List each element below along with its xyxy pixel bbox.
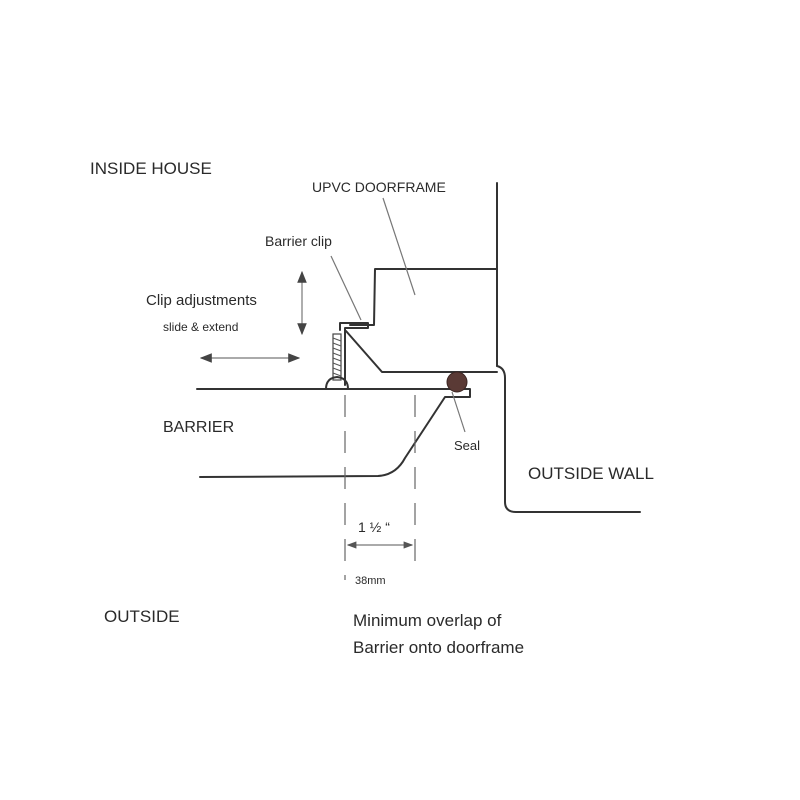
seal-leader-line — [451, 391, 466, 433]
barrier-clip — [339, 322, 369, 386]
seal-label: Seal — [454, 438, 481, 453]
barrier — [196, 388, 471, 478]
clip-adjustments-label: Clip adjustments — [146, 292, 257, 309]
clip-leader-line — [330, 255, 362, 321]
overlap-dimension — [344, 395, 416, 580]
outside-label: OUTSIDE — [104, 607, 180, 626]
dimension-inches-label: 1 ½ “ — [358, 519, 390, 535]
outside-wall-label: OUTSIDE WALL — [528, 464, 654, 483]
caption-line-1: Minimum overlap of — [353, 611, 502, 630]
barrier-clip-label: Barrier clip — [265, 233, 332, 249]
upvc-doorframe-label: UPVC DOORFRAME — [312, 179, 446, 195]
slide-extend-label: slide & extend — [163, 320, 239, 334]
caption-line-2: Barrier onto doorframe — [353, 638, 525, 657]
inside-house-label: INSIDE HOUSE — [90, 159, 212, 178]
barrier-label: BARRIER — [163, 419, 235, 436]
screw — [325, 333, 349, 390]
seal-strip — [446, 371, 468, 393]
dimension-mm-label: 38mm — [355, 575, 386, 587]
upvc-doorframe — [345, 182, 641, 513]
doorframe-leader-line — [382, 197, 416, 296]
